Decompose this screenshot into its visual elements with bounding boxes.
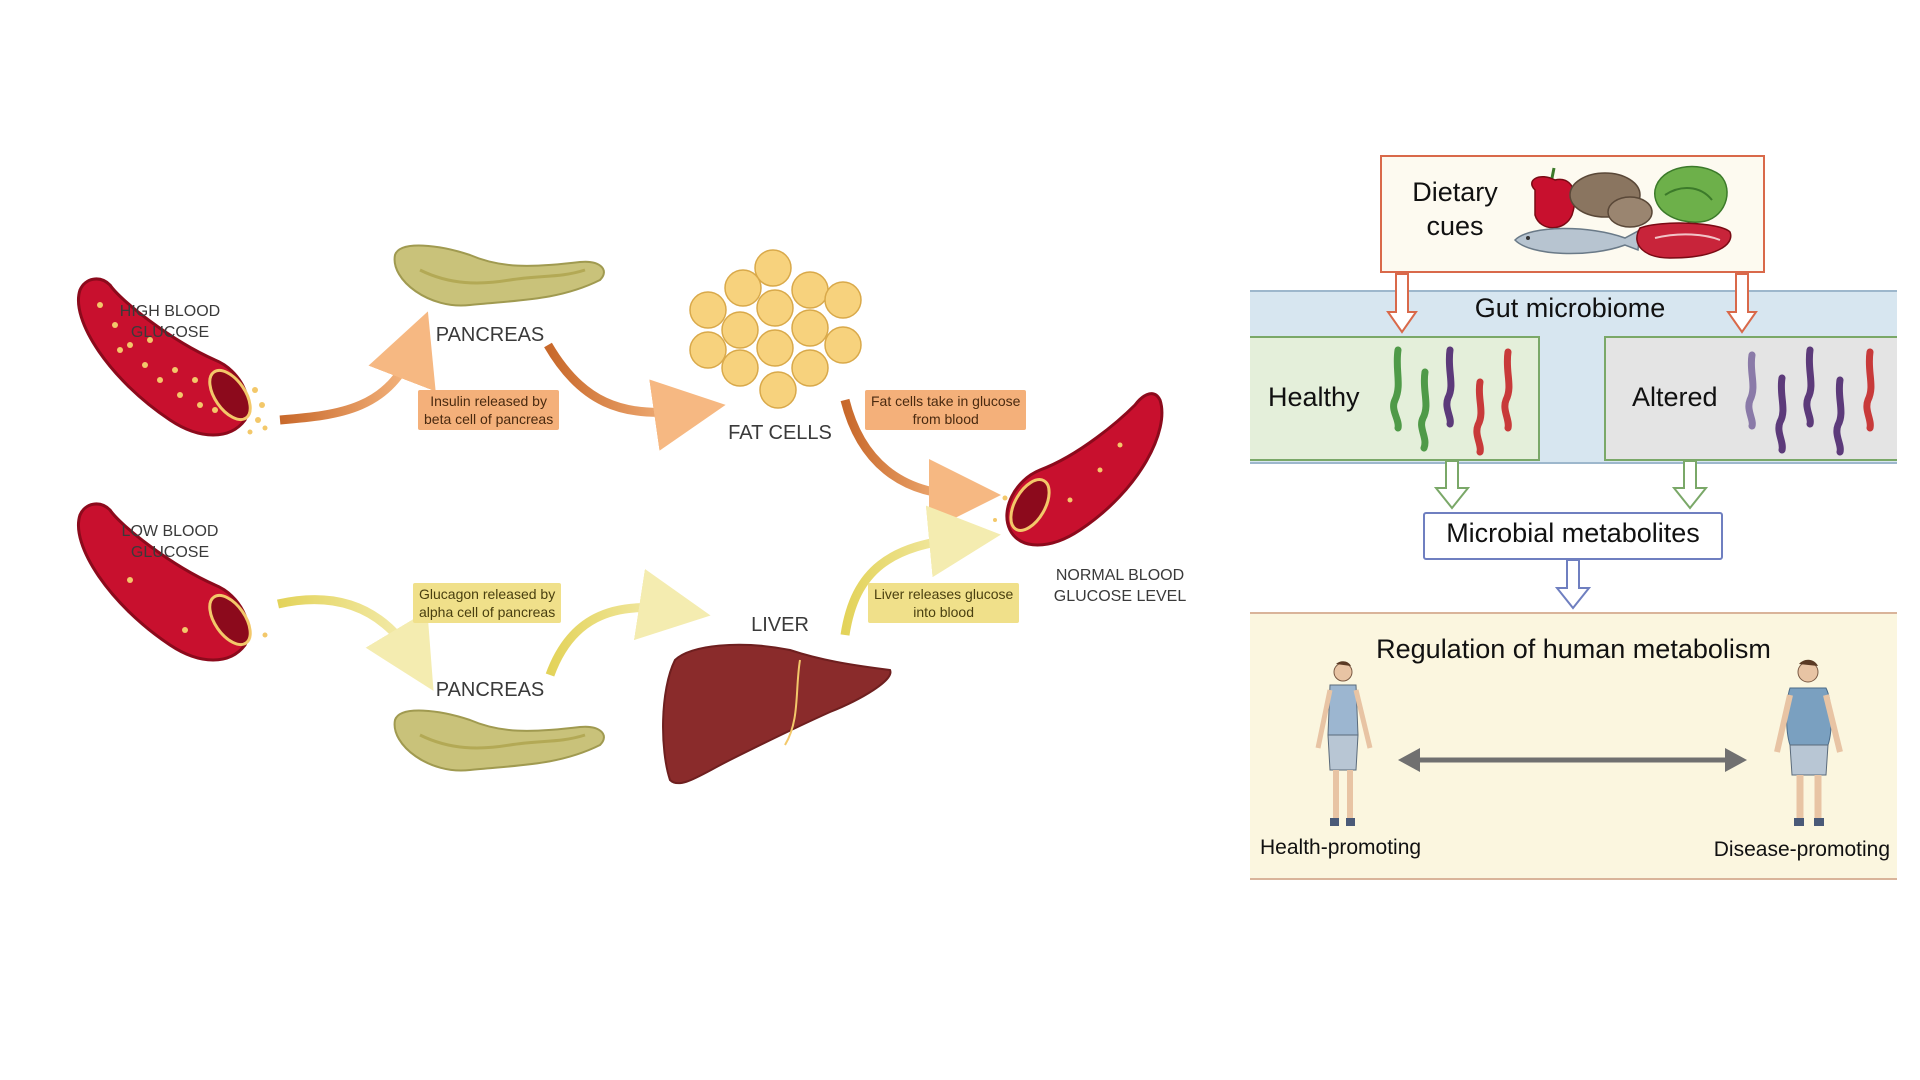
metabolites-to-regulation-arrow <box>1554 559 1592 610</box>
pancreas-bottom-label: PANCREAS <box>435 679 545 701</box>
liver-icon <box>662 643 892 785</box>
liver-caption: Liver releases glucose into blood <box>868 583 1020 624</box>
regulation-label: Regulation of human metabolism <box>1376 634 1771 664</box>
health-promoting-label: Health-promoting <box>1260 836 1422 859</box>
dietary-arrows <box>1386 273 1758 334</box>
altered-label: Altered <box>1632 382 1718 412</box>
disease-promoting-label: Disease-promoting <box>1713 838 1890 861</box>
low-blood-glucose-label: LOW BLOOD GLUCOSE <box>121 523 219 561</box>
pancreas-top-icon <box>393 244 605 307</box>
arrow-high-to-pancreas <box>279 311 436 425</box>
glucagon-caption: Glucagon released by alpha cell of pancr… <box>413 583 562 624</box>
healthy-label: Healthy <box>1268 382 1360 412</box>
arrow-liver-to-normal <box>840 505 1001 636</box>
liver-label: LIVER <box>751 614 809 636</box>
high-blood-glucose-label: HIGH BLOOD GLUCOSE <box>119 303 221 341</box>
healthy-microbiome-box <box>1250 336 1540 461</box>
pancreas-top-label: PANCREAS <box>435 324 545 346</box>
fat-cells-icon <box>689 249 862 409</box>
arrow-pancreas-to-fat <box>544 342 726 451</box>
arrow-low-to-pancreas <box>277 595 434 691</box>
insulin-caption: Insulin released by beta cell of pancrea… <box>418 390 560 431</box>
microbial-metabolites-box <box>1423 512 1723 560</box>
dietary-cues-label: Dietary cues <box>1412 177 1498 241</box>
altered-bacteria-icon <box>1745 346 1875 456</box>
healthy-bacteria-icon <box>1390 346 1513 456</box>
fat-cells-label: FAT CELLS <box>728 422 832 444</box>
normal-glucose-vessel-icon <box>993 392 1164 547</box>
fat-cells-caption: Fat cells take in glucose from blood <box>865 390 1027 431</box>
gut-microbiome-label: Gut microbiome <box>1474 293 1666 323</box>
arrow-pancreas-to-liver <box>545 568 711 677</box>
normal-blood-glucose-label: NORMAL BLOOD GLUCOSE LEVEL <box>1053 567 1187 605</box>
pancreas-bottom-icon <box>393 709 605 772</box>
obese-person-icon <box>1774 659 1843 826</box>
microbiome-to-metabolites-arrows <box>1433 460 1709 510</box>
lean-person-icon <box>1315 661 1373 826</box>
arrow-fat-to-normal <box>840 398 1001 531</box>
low-glucose-vessel-icon <box>77 502 268 662</box>
double-arrow-icon <box>1398 748 1747 772</box>
microbial-metabolites-label: Microbial metabolites <box>1446 518 1700 548</box>
food-icon <box>1513 165 1732 259</box>
high-glucose-vessel-icon <box>77 277 268 437</box>
